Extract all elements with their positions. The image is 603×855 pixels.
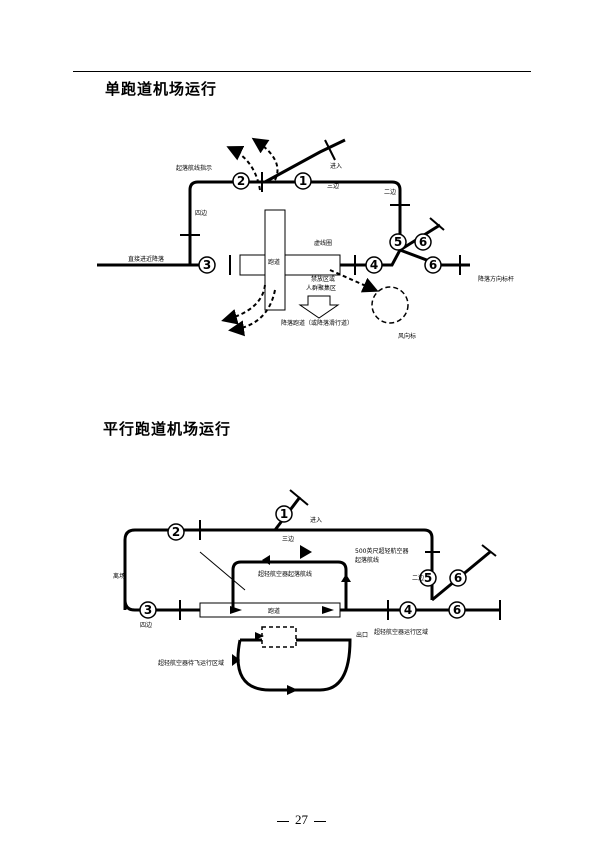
- svg-text:500英尺超轻航空器: 500英尺超轻航空器: [355, 547, 408, 555]
- svg-text:三边: 三边: [327, 182, 339, 190]
- heading-parallel-runway: 平行跑道机场运行: [103, 420, 232, 438]
- svg-text:6: 6: [454, 571, 462, 585]
- svg-text:二边: 二边: [384, 188, 396, 196]
- svg-text:5: 5: [394, 235, 402, 249]
- svg-text:超轻航空器起落航线: 超轻航空器起落航线: [258, 570, 312, 578]
- svg-text:三边: 三边: [282, 535, 294, 543]
- svg-text:进入: 进入: [310, 516, 322, 524]
- svg-text:超轻航空器运行区域: 超轻航空器运行区域: [374, 628, 428, 636]
- svg-text:1: 1: [280, 507, 288, 521]
- svg-text:4: 4: [370, 258, 378, 272]
- svg-text:4: 4: [404, 603, 412, 617]
- svg-text:进入: 进入: [330, 162, 342, 170]
- svg-text:四边: 四边: [140, 621, 152, 629]
- svg-text:禁放区或: 禁放区或: [311, 275, 335, 283]
- svg-text:二边: 二边: [412, 574, 424, 582]
- top-rule: [73, 71, 531, 72]
- svg-text:直接进近降落: 直接进近降落: [128, 255, 164, 263]
- svg-text:6: 6: [429, 258, 437, 272]
- page-number: 27: [0, 812, 603, 828]
- svg-text:6: 6: [419, 235, 427, 249]
- svg-text:3: 3: [203, 258, 211, 272]
- svg-text:超轻航空器待飞运行区域: 超轻航空器待飞运行区域: [158, 659, 224, 667]
- label-departure-indication: 起落航线指示: [176, 164, 212, 172]
- svg-text:5: 5: [424, 571, 432, 585]
- svg-text:起落航线: 起落航线: [355, 556, 379, 564]
- svg-text:2: 2: [237, 174, 245, 188]
- svg-text:四边: 四边: [195, 209, 207, 217]
- svg-text:出口: 出口: [356, 631, 368, 639]
- svg-text:1: 1: [299, 174, 307, 188]
- svg-text:6: 6: [453, 603, 461, 617]
- heading-single-runway: 单跑道机场运行: [105, 80, 218, 98]
- svg-text:离场: 离场: [113, 572, 125, 580]
- svg-text:降落方向标杆: 降落方向标杆: [478, 275, 514, 283]
- svg-text:跑道: 跑道: [268, 607, 280, 615]
- svg-text:风向标: 风向标: [398, 332, 416, 340]
- svg-text:虚线圈: 虚线圈: [314, 239, 332, 247]
- svg-text:降落跑道（或降落滑行道）: 降落跑道（或降落滑行道）: [281, 319, 353, 327]
- svg-text:人群聚集区: 人群聚集区: [306, 284, 336, 292]
- svg-text:跑道: 跑道: [268, 258, 280, 266]
- svg-text:2: 2: [172, 525, 180, 539]
- svg-text:3: 3: [144, 603, 152, 617]
